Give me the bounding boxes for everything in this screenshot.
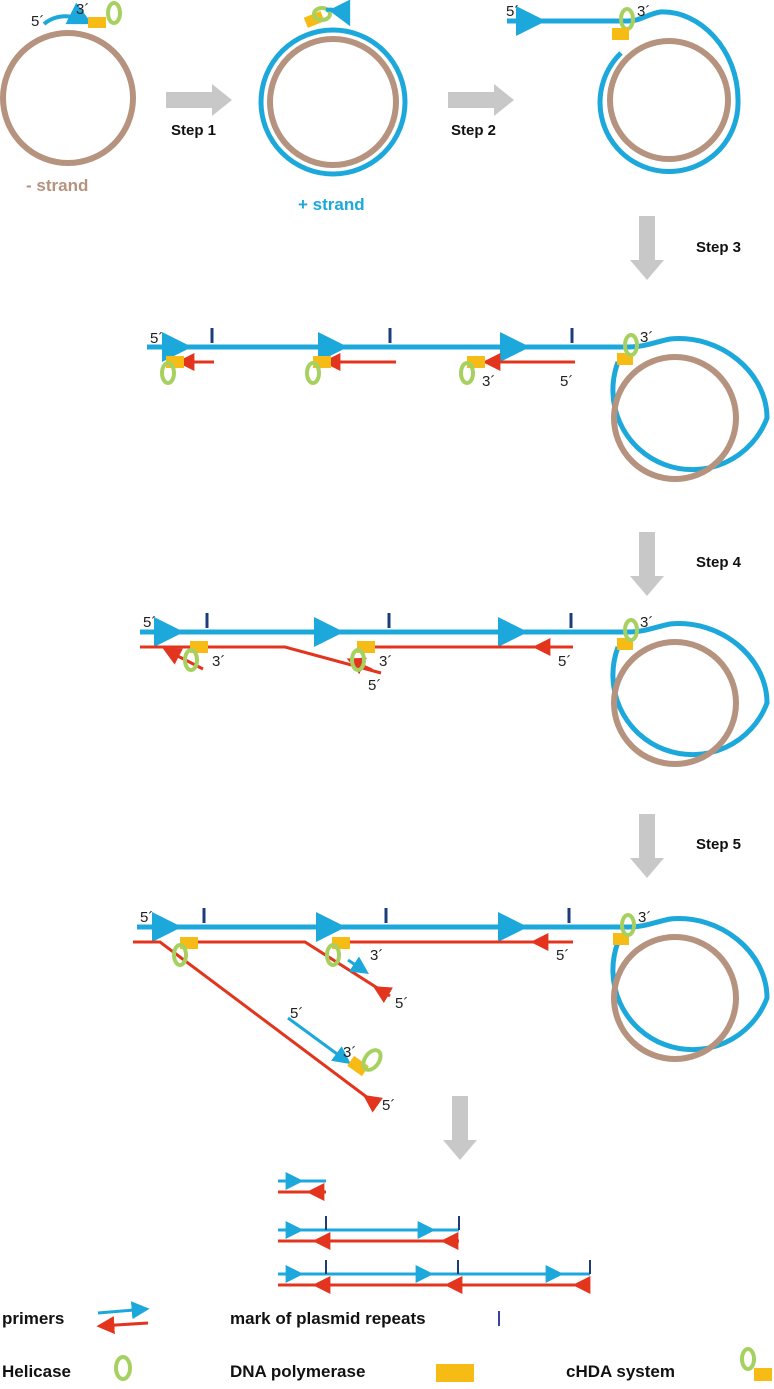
legend-helicase-icon	[114, 1355, 132, 1381]
minus-strand-circle	[611, 354, 739, 482]
polymerase-block	[612, 28, 629, 40]
plus-strand	[140, 621, 770, 758]
red-primer	[372, 986, 393, 1004]
red-strand	[133, 940, 377, 1106]
five-prime-label: 5´	[560, 373, 573, 390]
minus-strand-circle	[0, 30, 136, 166]
legend-helicase-label: Helicase	[2, 1362, 71, 1381]
red-strand	[185, 940, 391, 998]
plus-strand	[147, 336, 770, 473]
helicase-ring	[623, 333, 639, 357]
three-prime-label: 3´	[212, 653, 225, 670]
step-1-arrow	[166, 84, 232, 116]
three-prime-label: 3´	[638, 909, 651, 926]
minus-strand-circle	[611, 639, 739, 767]
three-prime-label: 3´	[343, 1044, 356, 1061]
three-prime-label: 3´	[76, 1, 89, 18]
legend-system-polymerase-icon	[754, 1368, 772, 1381]
step-1: Step 1	[166, 84, 232, 139]
stage-1: + strand	[258, 0, 408, 214]
legend: primers mark of plasmid repeats Helicase…	[2, 1301, 772, 1382]
primer-arrow	[325, 0, 351, 27]
stage-3: 5´ 3´ 3´ 5´	[147, 328, 770, 482]
three-prime-label: 3´	[640, 614, 653, 631]
five-prime-label: 5´	[150, 330, 163, 347]
step-2: Step 2	[448, 84, 514, 139]
helicase-ring	[172, 943, 188, 967]
minus-strand-label: - strand	[26, 176, 88, 195]
stage-4: 5´ 3´ 3´ 3´ 5´ 5´	[140, 613, 770, 767]
minus-strand-circle	[611, 934, 739, 1062]
five-prime-label: 5´	[382, 1097, 395, 1114]
legend-system-helicase-icon	[740, 1347, 756, 1371]
legend-system-label: cHDA system	[566, 1362, 675, 1381]
polymerase-block	[303, 10, 325, 28]
five-prime-label: 5´	[143, 614, 156, 631]
plus-strand-circle	[258, 27, 408, 177]
helicase-ring	[361, 1048, 383, 1072]
helicase-ring	[183, 648, 199, 672]
helicase-ring	[325, 943, 341, 967]
primer-arrow	[347, 956, 369, 974]
helicase-ring	[620, 913, 636, 937]
three-prime-label: 3´	[640, 329, 653, 346]
legend-primer-blue	[97, 1301, 150, 1320]
displaced-plus-strand	[507, 9, 741, 175]
step-5-arrow	[630, 814, 664, 878]
five-prime-label: 5´	[140, 909, 153, 926]
stage-2: 5´ 3´	[506, 3, 741, 175]
helicase-ring	[160, 361, 176, 385]
helicase-ring	[459, 361, 475, 385]
final-arrow	[443, 1096, 477, 1160]
stage-5: 5´ 3´ 3´ 5´ 5´ 5´ 3´ 5´	[133, 908, 770, 1114]
minus-strand-circle	[267, 36, 399, 168]
three-prime-label: 3´	[370, 947, 383, 964]
five-prime-label: 5´	[31, 13, 44, 30]
legend-polymerase-icon	[436, 1364, 474, 1382]
legend-repeats-label: mark of plasmid repeats	[230, 1309, 426, 1328]
step-4-label: Step 4	[696, 554, 742, 571]
helicase-ring	[305, 361, 321, 385]
five-prime-label: 5´	[368, 677, 381, 694]
step-3-arrow	[630, 216, 664, 280]
stage-0: 5´ 3´ - strand	[0, 1, 136, 195]
red-strand	[140, 645, 382, 675]
step-4-arrow	[630, 532, 664, 596]
step-1-label: Step 1	[171, 122, 216, 139]
three-prime-label: 3´	[379, 653, 392, 670]
helicase-ring	[106, 1, 122, 25]
step-3: Step 3	[630, 216, 741, 280]
five-prime-label: 5´	[506, 3, 519, 20]
polymerase-block	[88, 17, 106, 28]
helicase-ring	[623, 618, 639, 642]
three-prime-label: 3´	[482, 373, 495, 390]
five-prime-label: 5´	[558, 653, 571, 670]
five-prime-label: 5´	[290, 1005, 303, 1022]
step-2-arrow	[448, 84, 514, 116]
primer-arrow	[287, 1016, 351, 1065]
legend-primers-label: primers	[2, 1309, 64, 1328]
step-3-label: Step 3	[696, 239, 741, 256]
step-2-label: Step 2	[451, 122, 496, 139]
five-prime-label: 5´	[556, 947, 569, 964]
final-step-arrow	[443, 1096, 477, 1160]
step-4: Step 4	[630, 532, 742, 596]
legend-polymerase-label: DNA polymerase	[230, 1362, 365, 1381]
step-5: Step 5	[630, 814, 741, 878]
minus-strand-circle	[607, 38, 731, 162]
five-prime-label: 5´	[395, 995, 408, 1012]
primer-arrow	[42, 2, 93, 26]
red-primer	[363, 1094, 383, 1113]
helicase-ring	[350, 648, 366, 672]
plus-strand-label: + strand	[298, 195, 365, 214]
step-5-label: Step 5	[696, 836, 741, 853]
amplification-products	[278, 1172, 591, 1294]
three-prime-label: 3´	[637, 3, 650, 20]
polymerase-block	[347, 1055, 369, 1077]
legend-primer-red	[96, 1316, 149, 1335]
plus-strand	[137, 916, 770, 1053]
